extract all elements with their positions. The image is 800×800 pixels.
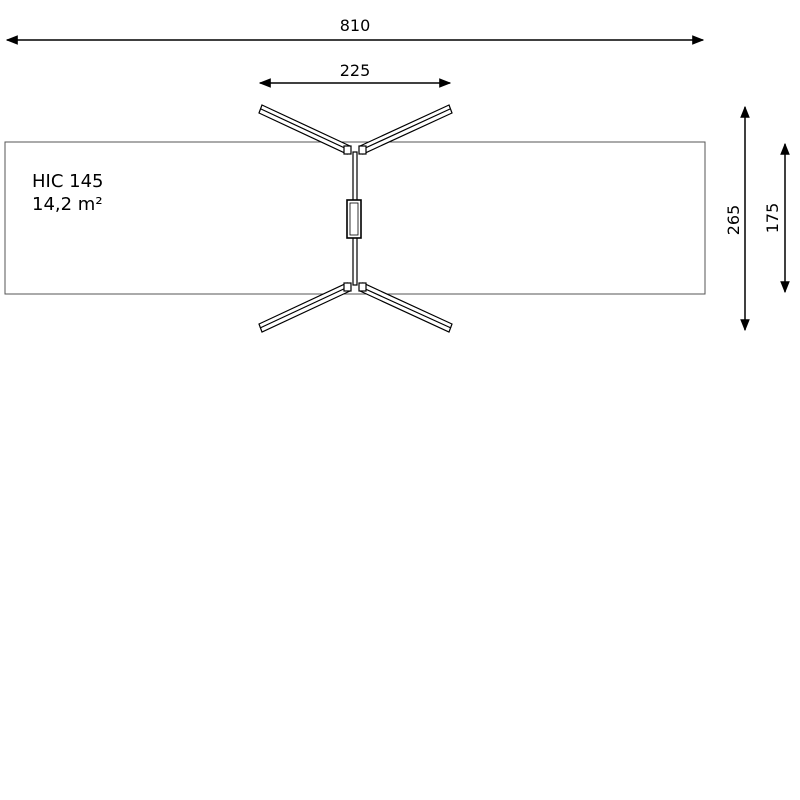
- swing-equipment: [258, 104, 453, 333]
- joint-top-right: [358, 145, 367, 155]
- area-label: 14,2 m²: [32, 194, 103, 215]
- leg-bottom-right: [359, 282, 453, 333]
- product-code: HIC 145: [32, 171, 104, 192]
- joint-top-left: [343, 145, 352, 155]
- leg-top-left: [258, 104, 351, 155]
- swing-seat-inner: [349, 202, 359, 236]
- leg-top-right: [359, 104, 453, 155]
- leg-bottom-left: [258, 282, 351, 333]
- dimension-total-height: 265: [724, 205, 743, 236]
- joint-bottom-left: [343, 282, 352, 292]
- dimension-equipment-width: 225: [340, 61, 371, 80]
- dimension-total-width: 810: [340, 16, 371, 35]
- joint-bottom-right: [358, 282, 367, 292]
- safety-zone: [4, 141, 706, 295]
- dimension-zone-height: 175: [763, 203, 782, 234]
